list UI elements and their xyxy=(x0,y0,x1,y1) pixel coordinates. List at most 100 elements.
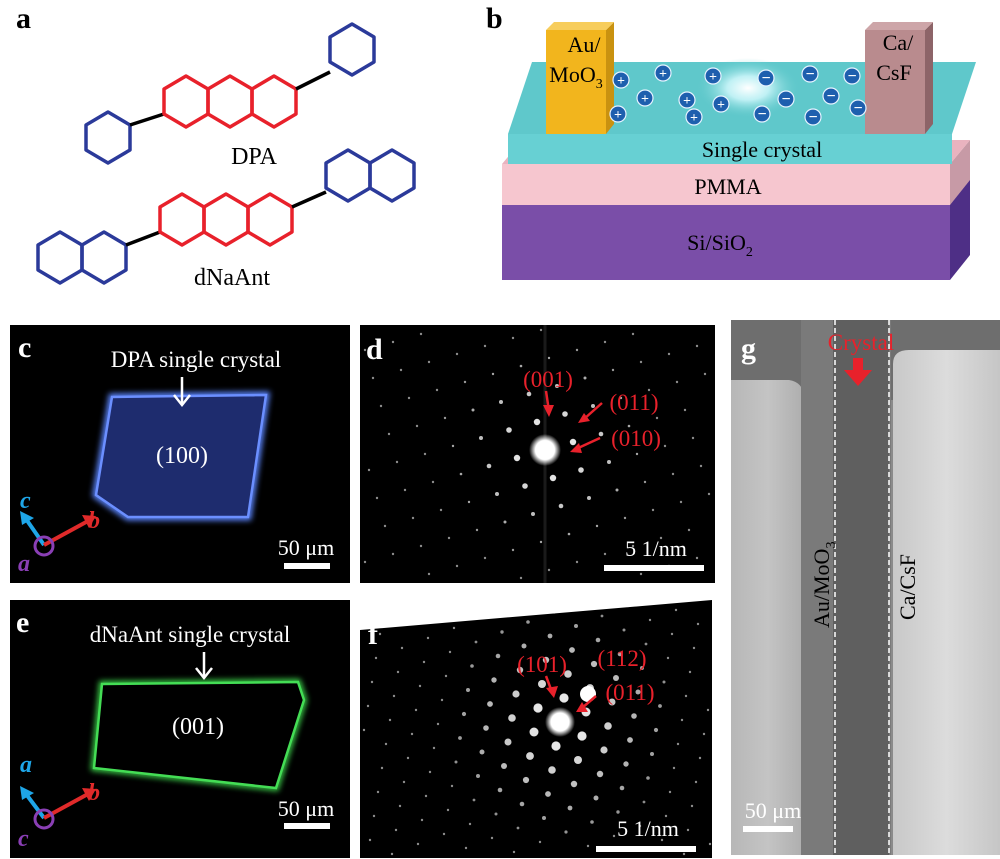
scalebar xyxy=(743,826,793,832)
diffraction-spot xyxy=(671,472,675,476)
electron xyxy=(804,108,822,126)
diffraction-spot xyxy=(587,496,591,500)
hole xyxy=(678,91,696,109)
electron xyxy=(757,69,775,87)
au-label-line2: MoO3 xyxy=(549,62,602,92)
crystal-strip xyxy=(833,320,889,855)
diffraction-spot xyxy=(567,805,573,811)
diffraction-spot xyxy=(578,467,584,473)
scalebar-label: 5 1/nm xyxy=(617,816,679,841)
diffraction-spot xyxy=(374,656,378,660)
diffraction-spot xyxy=(526,391,532,397)
diffraction-spot xyxy=(458,736,462,740)
dpa-core-ring2 xyxy=(206,74,254,129)
diffraction-spot xyxy=(648,618,652,622)
diffraction-spot xyxy=(626,604,630,608)
spot-label-011: (011) xyxy=(606,680,655,705)
central-beam xyxy=(545,707,575,737)
diffraction-spot xyxy=(531,512,535,516)
diffraction-spot xyxy=(443,416,447,420)
diffraction-spot xyxy=(479,749,485,755)
diffraction-spot xyxy=(600,746,608,754)
diffraction-spot xyxy=(607,460,611,464)
diffraction-spot xyxy=(479,436,483,440)
dpa-label: DPA xyxy=(231,144,277,170)
diffraction-spot xyxy=(603,340,607,344)
svg-text:+: + xyxy=(659,67,667,82)
left-electrode xyxy=(731,380,805,855)
dnaant-molecule xyxy=(36,148,416,285)
electron xyxy=(822,87,840,105)
diffraction-spot xyxy=(659,536,663,540)
diffraction-spot xyxy=(516,826,520,830)
diffraction-spot xyxy=(522,483,528,489)
ca-electrode-top xyxy=(865,22,933,30)
diffraction-spot xyxy=(451,444,455,448)
diffraction-spot xyxy=(699,464,703,468)
svg-text:−: − xyxy=(847,68,856,85)
diffraction-spot xyxy=(653,727,659,733)
diffraction-spot xyxy=(670,632,674,636)
diffraction-spot xyxy=(513,454,521,462)
diffraction-spot xyxy=(452,626,456,630)
right-electrode xyxy=(893,350,1000,855)
diffraction-spot xyxy=(549,474,557,482)
svg-text:−: − xyxy=(757,106,766,123)
left-electrode-label: Au/MoO3 xyxy=(809,542,839,628)
diffraction-spot xyxy=(658,704,662,708)
diffraction-spot xyxy=(538,680,546,688)
diffraction-spot xyxy=(668,790,672,794)
diffraction-spot xyxy=(503,520,507,524)
diffraction-spot xyxy=(495,492,499,496)
diffraction-spot xyxy=(475,528,479,532)
diffraction-spot xyxy=(370,680,374,684)
diffraction-spot xyxy=(476,774,480,778)
diffraction-spot xyxy=(539,328,543,332)
pmma-side xyxy=(950,140,970,205)
diffraction-spot xyxy=(650,752,654,756)
diffraction-spot xyxy=(590,820,594,824)
diffraction-spot xyxy=(666,656,670,660)
diffraction-spot xyxy=(390,852,394,856)
diffraction-spot xyxy=(376,790,380,794)
diffraction-spot xyxy=(619,785,625,791)
diffraction-spots xyxy=(363,328,711,580)
diffraction-spot xyxy=(447,536,451,540)
ca-label-line2: CsF xyxy=(876,60,911,85)
diffraction-spot xyxy=(595,637,601,643)
diffraction-spot xyxy=(466,688,470,692)
diffraction-spot xyxy=(547,568,551,572)
panel-d-diffraction: d (001) (011) (010) 5 1/nm xyxy=(360,325,715,583)
diffraction-spot xyxy=(600,614,604,618)
svg-text:−: − xyxy=(826,88,835,105)
diffraction-spot xyxy=(595,524,599,528)
diffraction-spot xyxy=(375,496,379,500)
hole xyxy=(636,89,654,107)
diffraction-spot xyxy=(639,360,643,364)
axis-up-label: a xyxy=(20,752,32,778)
dnaant-right-naph-ring1 xyxy=(324,148,372,203)
diffraction-spot xyxy=(415,424,419,428)
diffraction-spot xyxy=(651,508,655,512)
scalebar xyxy=(284,823,330,829)
diffraction-spot xyxy=(504,606,508,610)
dnaant-crystal-label: dNaAnt single crystal xyxy=(90,622,291,647)
diffraction-spot xyxy=(402,780,406,784)
diffraction-spot xyxy=(547,356,551,360)
diffraction-spot xyxy=(622,628,626,632)
diffraction-spot xyxy=(416,842,420,846)
diffraction-spot xyxy=(533,703,543,713)
diffraction-spot xyxy=(521,643,527,649)
diffraction-spot xyxy=(423,452,427,456)
svg-text:−: − xyxy=(781,91,790,108)
right-electrode-label: Ca/CsF xyxy=(895,554,920,620)
pointer-arrow-head xyxy=(173,394,191,408)
electron xyxy=(849,99,867,117)
diffraction-spot xyxy=(690,804,694,808)
diffraction-spot xyxy=(698,756,702,760)
diffraction-spot xyxy=(516,666,524,674)
pmma-front xyxy=(502,164,950,205)
scalebar-label: 5 1/nm xyxy=(625,536,687,561)
panel-g-device-image: g Crystal Au/MoO3 Ca/CsF 50 μm xyxy=(731,320,1000,855)
diffraction-spot xyxy=(422,660,426,664)
